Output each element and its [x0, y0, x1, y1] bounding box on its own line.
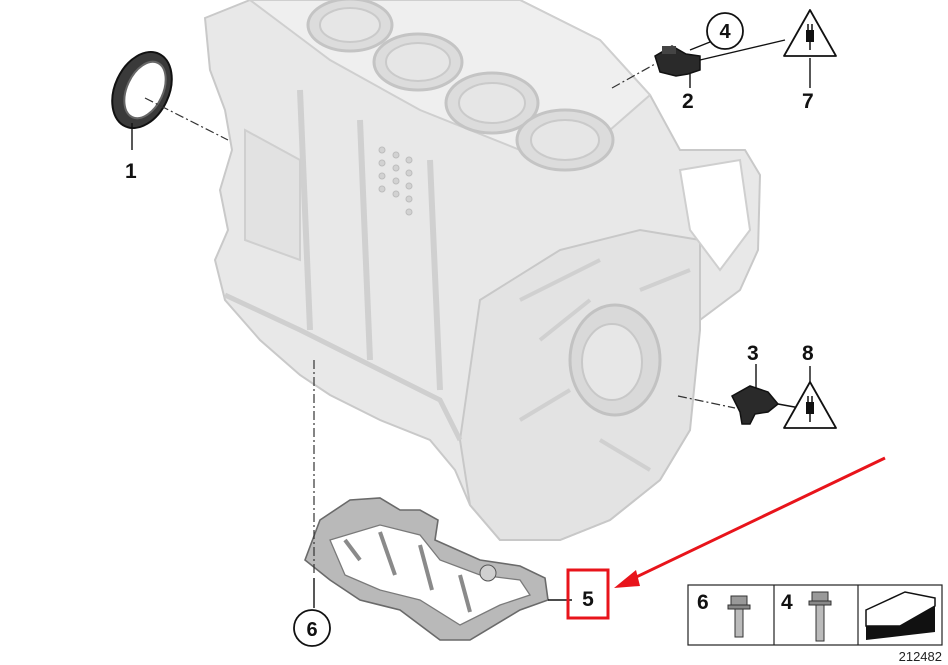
callout-4-label: 4: [719, 21, 731, 43]
diagram-number: 212482: [899, 649, 942, 664]
leader-line: [699, 39, 786, 61]
legend-label-6: 6: [697, 591, 709, 614]
callout-5: 5: [582, 588, 594, 611]
callout-6-label: 6: [306, 619, 317, 641]
callout-8[interactable]: 8: [802, 342, 814, 365]
leader-line: [611, 63, 656, 89]
callout-7[interactable]: 7: [802, 90, 814, 113]
bolt-icon[interactable]: [727, 595, 751, 638]
gasket-icon[interactable]: [304, 497, 549, 641]
callout-1[interactable]: 1: [125, 160, 137, 183]
seal-ring-icon[interactable]: [101, 42, 184, 137]
highlight-arrow: [614, 456, 886, 588]
legend-label-4: 4: [781, 591, 793, 614]
warning-plug-icon[interactable]: [783, 381, 837, 429]
arrow-icon[interactable]: [865, 591, 936, 640]
leader-line: [689, 41, 711, 51]
fastener-legend: 6 4: [687, 584, 943, 646]
warning-plug-icon[interactable]: [783, 9, 837, 57]
callout-4[interactable]: 4: [706, 12, 744, 50]
engine-block: [203, 0, 762, 541]
sensor-icon[interactable]: [731, 385, 780, 425]
callout-3[interactable]: 3: [747, 342, 759, 365]
bolt-icon[interactable]: [808, 591, 832, 642]
leader-line: [677, 395, 736, 409]
callout-6[interactable]: 6: [293, 609, 331, 647]
callout-5-highlight[interactable]: 5: [566, 568, 610, 620]
callout-2[interactable]: 2: [682, 90, 694, 113]
leader-line: [144, 97, 229, 141]
sensor-icon[interactable]: [654, 45, 701, 77]
